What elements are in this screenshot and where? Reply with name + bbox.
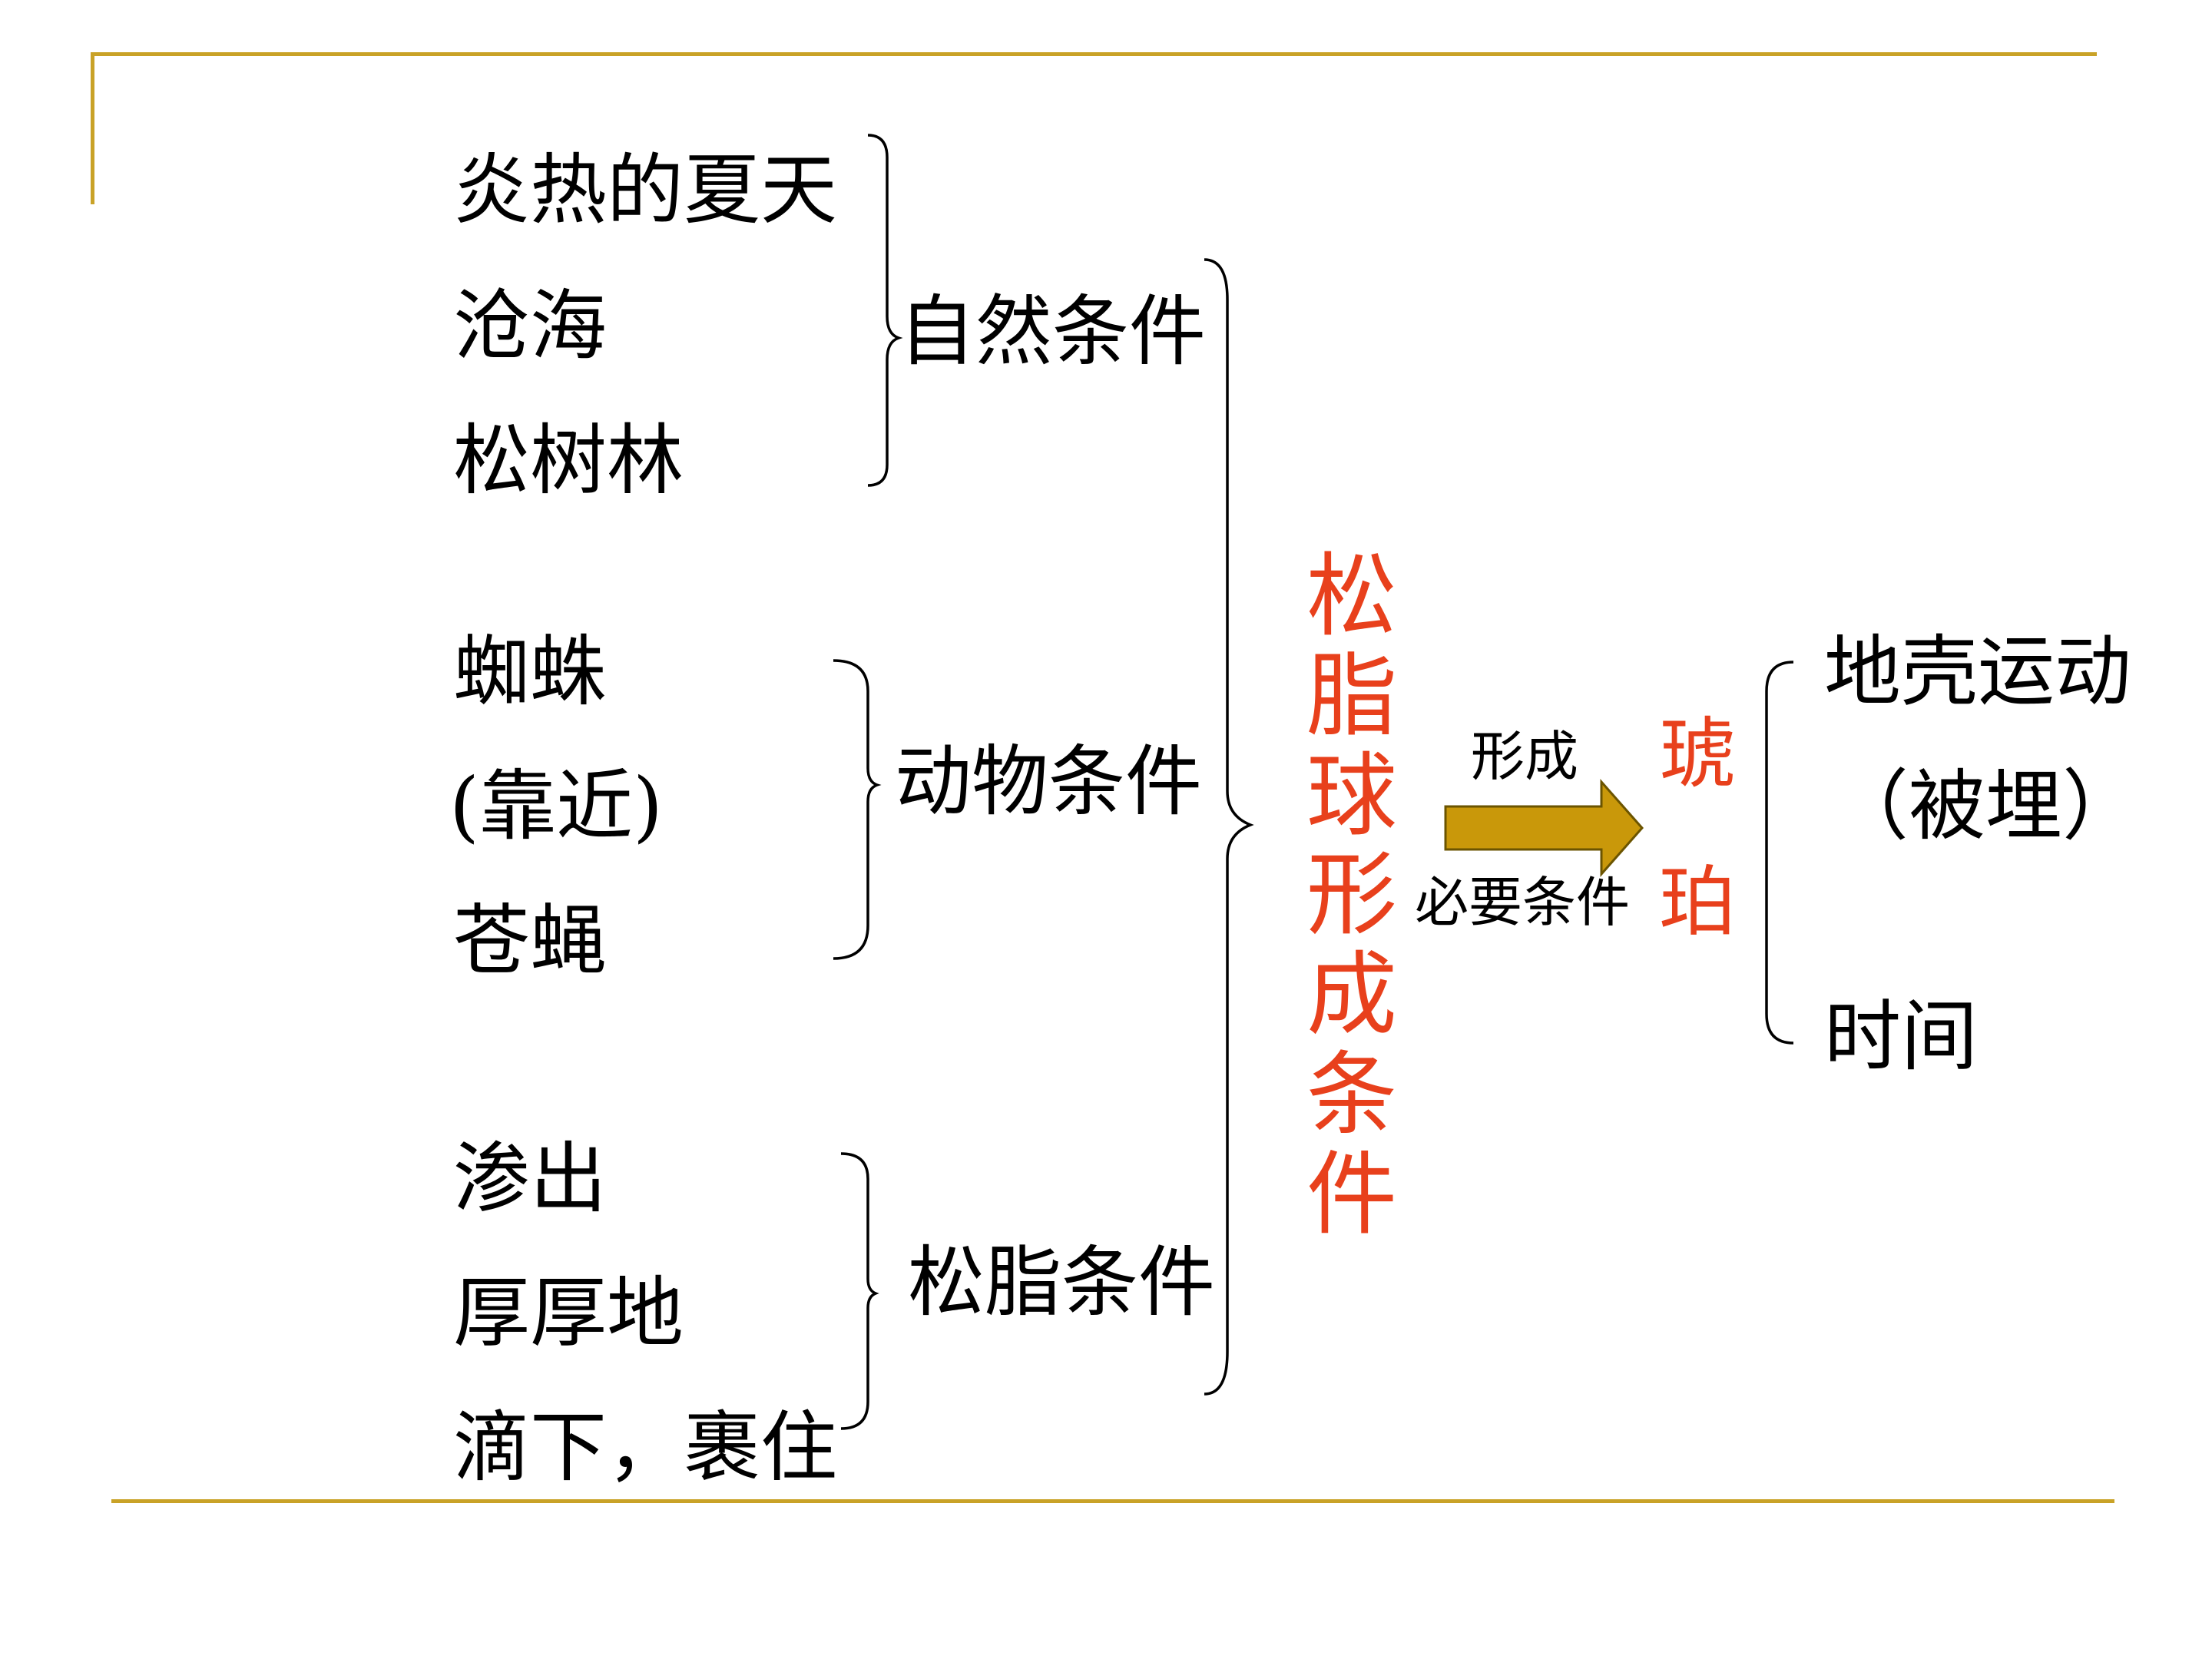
brace-main xyxy=(1204,258,1254,1396)
brace-group2 xyxy=(833,659,882,960)
brace-group1 xyxy=(867,134,903,487)
arrow-right-icon xyxy=(1444,779,1644,877)
result-char2: 珀 xyxy=(1659,857,1736,947)
arrow-bottom-label: 必要条件 xyxy=(1415,871,1630,934)
frame-bottom-line xyxy=(111,1499,2114,1503)
result-char1: 琥 xyxy=(1659,709,1736,799)
group2-label: 动物条件 xyxy=(895,737,1202,826)
group2-item3: 苍蝇 xyxy=(453,896,607,985)
group2-item1: 蜘蛛 xyxy=(453,627,607,717)
brace-right xyxy=(1765,661,1794,1045)
right-item2: （被埋） xyxy=(1832,761,2139,851)
brace-group3 xyxy=(840,1152,879,1430)
right-item3: 时间 xyxy=(1824,992,1978,1081)
group1-item2: 沧海 xyxy=(453,281,607,371)
group3-label: 松脂条件 xyxy=(908,1237,1215,1327)
right-item1: 地壳运动 xyxy=(1824,627,2131,717)
frame-left-line xyxy=(91,52,94,204)
group1-item3: 松树林 xyxy=(453,416,684,505)
group3-item2: 厚厚地 xyxy=(453,1268,684,1358)
group2-item2: (靠近) xyxy=(449,761,664,851)
central-title: 松脂球形成条件 xyxy=(1306,543,1397,1247)
frame-top-line xyxy=(91,52,2097,56)
group3-item3: 滴下，裹住 xyxy=(453,1402,837,1492)
group1-item1: 炎热的夏天 xyxy=(453,145,837,235)
group1-label: 自然条件 xyxy=(899,286,1206,376)
arrow-top-label: 形成 xyxy=(1471,725,1578,788)
group3-item1: 渗出 xyxy=(453,1134,607,1224)
